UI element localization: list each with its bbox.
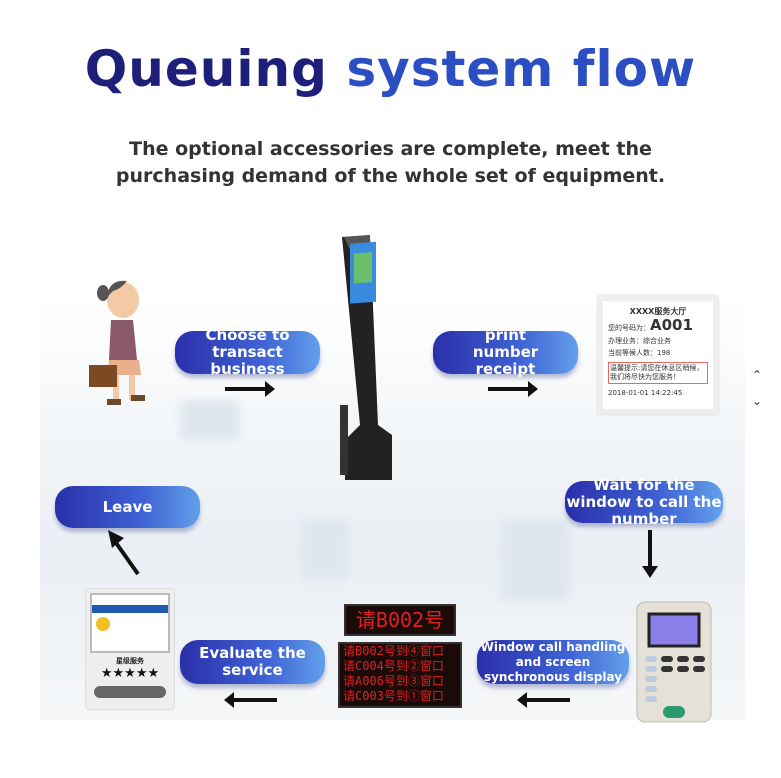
- calling-device-image: [636, 601, 712, 723]
- step-wait-call: Wait for the window to call the number: [565, 476, 723, 527]
- subtitle: The optional accessories are complete, m…: [0, 136, 781, 190]
- arrow-right-icon: [488, 381, 538, 397]
- arrow-down-icon: [648, 530, 652, 568]
- receipt-ticket: XXXX服务大厅 您的号码为：A001 办理业务：综合业务 当前等候人数：198…: [598, 296, 718, 414]
- kiosk-machine-image: [340, 235, 392, 480]
- ticket-business: 综合业务: [643, 337, 671, 345]
- evaluation-device: 星级服务 ★★★★★: [85, 588, 175, 710]
- subtitle-line1: The optional accessories are complete, m…: [129, 138, 652, 160]
- evaluator-label: 星级服务: [116, 657, 144, 665]
- step-evaluate: Evaluate the service: [180, 640, 325, 684]
- step-choose-business: Choose to transact business: [175, 327, 320, 378]
- led-row: 请C004号到②窗口: [343, 659, 444, 673]
- step-label: Wait for the window to call the number: [566, 475, 722, 528]
- background-blur: [180, 400, 240, 440]
- step-label: print number receipt: [472, 326, 539, 378]
- ticket-header: XXXX服务大厅: [629, 307, 687, 316]
- ticket-business-label: 办理业务：: [608, 337, 643, 345]
- background-blur: [500, 520, 570, 600]
- step-label: Choose to transact business: [205, 326, 290, 378]
- arrow-left-icon: [517, 692, 570, 708]
- step-label: Window call handling and screen synchron…: [480, 639, 626, 684]
- arrow-right-icon: [225, 381, 275, 397]
- step-label: Evaluate the service: [199, 644, 306, 679]
- led-display-list: 请B002号到④窗口 请C004号到②窗口 请A006号到③窗口 请C003号到…: [338, 642, 462, 708]
- subtitle-line2: purchasing demand of the whole set of eq…: [115, 165, 666, 187]
- arrow-down-head: [642, 566, 658, 578]
- title-part1: Queuing: [84, 40, 328, 98]
- ticket-waiting: 198: [657, 349, 671, 357]
- ticket-notice: 温馨提示:请您在休息区稍候，我们将尽快为您服务！: [608, 362, 708, 384]
- scroll-up-button[interactable]: ⌃: [751, 368, 763, 382]
- ticket-waiting-label: 当前等候人数：: [608, 349, 657, 357]
- arrow-up-left-icon: [108, 530, 140, 576]
- arrow-left-icon: [224, 692, 277, 708]
- step-print-receipt: print number receipt: [433, 327, 578, 378]
- step-label: Leave: [102, 497, 153, 516]
- rating-stars: ★★★★★: [100, 666, 160, 681]
- ticket-number: A001: [650, 316, 693, 334]
- customer-person-illustration: [89, 280, 145, 405]
- scroll-down-button[interactable]: ⌄: [751, 394, 763, 408]
- led-row: 请A006号到③窗口: [343, 674, 444, 688]
- led-row: 请B002号到④窗口: [343, 644, 444, 658]
- title-part2: system flow: [346, 40, 697, 98]
- ticket-number-label: 您的号码为：: [608, 324, 650, 332]
- step-window-display: Window call handling and screen synchron…: [477, 640, 629, 684]
- step-leave: Leave: [55, 486, 200, 528]
- led-display-main: 请B002号: [344, 604, 456, 636]
- evaluator-screen: [90, 593, 170, 653]
- led-row: 请C003号到①窗口: [343, 689, 444, 703]
- background-blur: [300, 520, 350, 580]
- page-title: Queuing system flow: [0, 40, 781, 98]
- ticket-datetime: 2018-01-01 14:22:45: [608, 389, 683, 397]
